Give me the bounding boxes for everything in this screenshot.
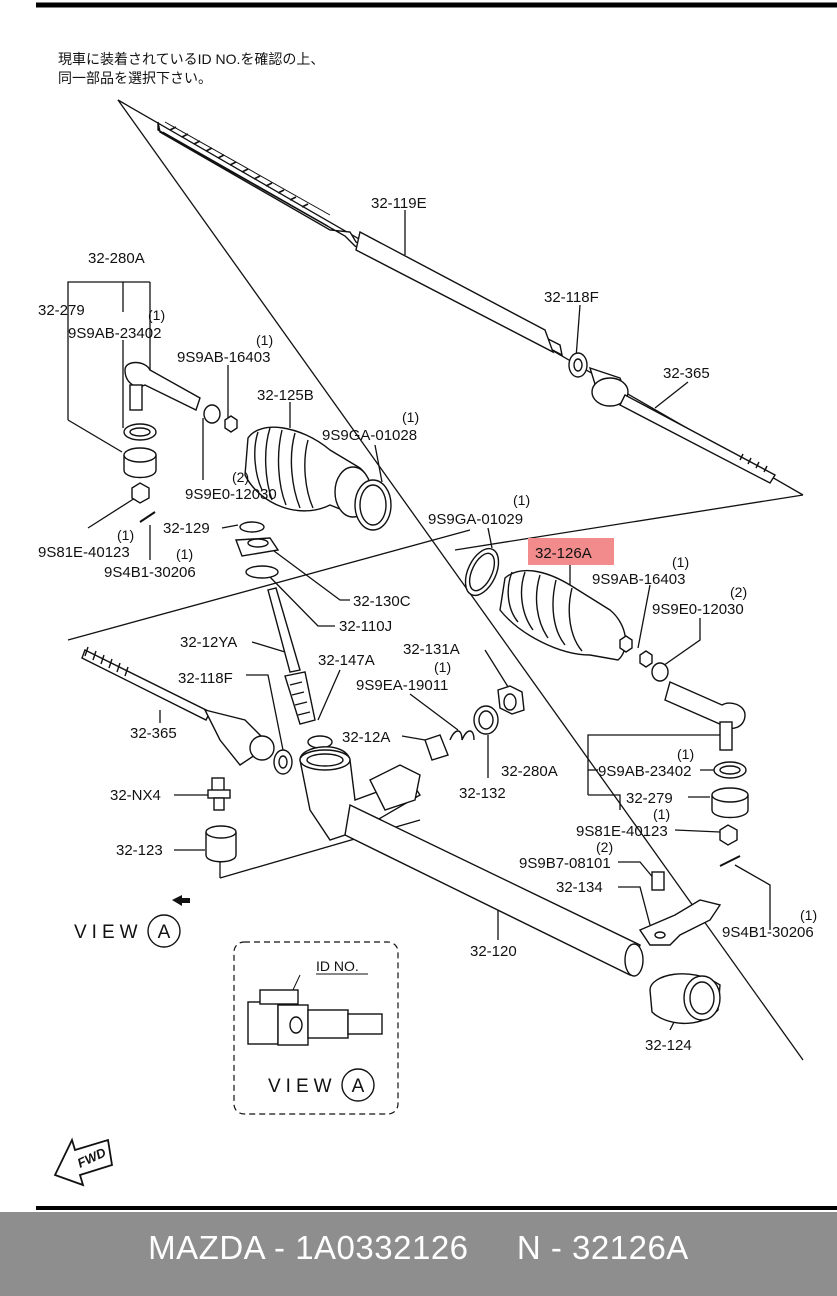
footer-prefix: N [516, 1229, 542, 1266]
label-32-365-top[interactable]: 32-365 [663, 365, 710, 382]
part-drawings [81, 121, 776, 1025]
view-letter-circle [147, 914, 181, 948]
footer-gap [469, 1229, 517, 1266]
qty-9s9e0-12030-left: (2) [232, 469, 249, 485]
label-9s9ab-23402-right[interactable]: 9S9AB-23402 [598, 763, 691, 780]
qty-9s9ea-19011: (1) [434, 659, 451, 675]
inset-frame [233, 941, 399, 1115]
label-32-132[interactable]: 32-132 [459, 785, 506, 802]
label-32-134[interactable]: 32-134 [556, 879, 603, 896]
footer-bar [0, 1212, 837, 1296]
qty-9s81e-40123-right: (1) [653, 806, 670, 822]
inset-view-letter: A [352, 1076, 365, 1097]
label-32-nx4[interactable]: 32-NX4 [110, 787, 161, 804]
inset-view-label: VIEW [268, 1076, 337, 1097]
note-line2: 同一部品を選択下さい。 [58, 70, 212, 86]
footer-brand: MAZDA [148, 1229, 265, 1266]
label-32-110j[interactable]: 32-110J [339, 618, 392, 635]
qty-9s9ga-01028: (1) [402, 409, 419, 425]
qty-9s81e-40123-left: (1) [117, 527, 134, 543]
label-32-123[interactable]: 32-123 [116, 842, 163, 859]
label-9s9ga-01028[interactable]: 9S9GA-01028 [322, 427, 417, 444]
label-9s81e-40123-right[interactable]: 9S81E-40123 [576, 823, 668, 840]
qty-9s9ab-23402-left: (1) [148, 307, 165, 323]
diagram-canvas: 現車に装着されているID NO.を確認の上、 同一部品を選択下さい。 [36, 2, 837, 1210]
label-32-129[interactable]: 32-129 [163, 520, 210, 537]
view-a-marker: VIEW A [74, 895, 190, 948]
label-32-118f-top[interactable]: 32-118F [544, 289, 599, 306]
label-9s9ab-16403-right[interactable]: 9S9AB-16403 [592, 571, 685, 588]
footer-separator-2: - [541, 1229, 573, 1266]
view-arrow-icon [172, 895, 190, 906]
view-label: VIEW [74, 922, 143, 943]
part-labels: 32-119E 32-280A 32-279 (1) 9S9AB-23402 (… [38, 195, 817, 1054]
id-no-label: ID NO. [316, 958, 359, 974]
label-9s9e0-12030-left[interactable]: 9S9E0-12030 [185, 486, 277, 503]
label-32-125b[interactable]: 32-125B [257, 387, 314, 404]
qty-9s4b1-30206-left: (1) [176, 546, 193, 562]
label-32-279-left[interactable]: 32-279 [38, 302, 85, 319]
label-9s9ea-19011[interactable]: 9S9EA-19011 [356, 677, 448, 694]
label-32-131a[interactable]: 32-131A [403, 641, 460, 658]
label-32-126a[interactable]: 32-126A [535, 545, 592, 562]
label-32-118f-bottom[interactable]: 32-118F [178, 670, 233, 687]
label-32-147a[interactable]: 32-147A [318, 652, 375, 669]
footer-code: 32126A [572, 1229, 689, 1266]
label-32-12ya[interactable]: 32-12YA [180, 634, 237, 651]
label-9s9e0-12030-right[interactable]: 9S9E0-12030 [652, 601, 744, 618]
inset-view: ID NO. VIEW A [233, 941, 399, 1115]
label-32-279-right[interactable]: 32-279 [626, 790, 673, 807]
label-9s9ab-23402-left[interactable]: 9S9AB-23402 [68, 325, 161, 342]
label-9s9ga-01029[interactable]: 9S9GA-01029 [428, 511, 523, 528]
label-32-280a-left[interactable]: 32-280A [88, 250, 145, 267]
qty-9s9e0-12030-right: (2) [730, 584, 747, 600]
qty-9s9ab-16403-left: (1) [256, 332, 273, 348]
label-32-365-bottom[interactable]: 32-365 [130, 725, 177, 742]
highlight-box [528, 538, 614, 565]
footer-separator-1: - [264, 1229, 296, 1266]
footer-caption: MAZDA - 1A0332126 N - 32126A [0, 1229, 837, 1267]
footer-part-number: 1A0332126 [295, 1229, 469, 1266]
label-32-124[interactable]: 32-124 [645, 1037, 692, 1054]
label-9s81e-40123-left[interactable]: 9S81E-40123 [38, 544, 130, 561]
qty-9s4b1-30206-right: (1) [800, 907, 817, 923]
qty-9s9ab-16403-right-text: (1) [672, 554, 689, 570]
qty-9s9b7-08101: (2) [596, 839, 613, 855]
label-9s9ab-16403-left[interactable]: 9S9AB-16403 [177, 349, 270, 366]
label-32-12a[interactable]: 32-12A [342, 729, 390, 746]
note-line1: 現車に装着されているID NO.を確認の上、 [58, 51, 324, 67]
label-32-120[interactable]: 32-120 [470, 943, 517, 960]
label-9s4b1-30206-right[interactable]: 9S4B1-30206 [722, 924, 814, 941]
label-9s4b1-30206-left[interactable]: 9S4B1-30206 [104, 564, 196, 581]
qty-9s9ga-01029: (1) [513, 492, 530, 508]
label-32-119e[interactable]: 32-119E [371, 195, 427, 212]
leader-lines [67, 99, 804, 1061]
inset-view-letter-circle [341, 1068, 375, 1102]
view-letter: A [158, 922, 171, 943]
label-32-130c[interactable]: 32-130C [353, 593, 411, 610]
label-32-280a-right[interactable]: 32-280A [501, 763, 558, 780]
fwd-arrow-icon: FWD [53, 1137, 114, 1187]
qty-9s9ab-23402-right: (1) [677, 746, 694, 762]
label-9s9b7-08101[interactable]: 9S9B7-08101 [519, 855, 611, 872]
